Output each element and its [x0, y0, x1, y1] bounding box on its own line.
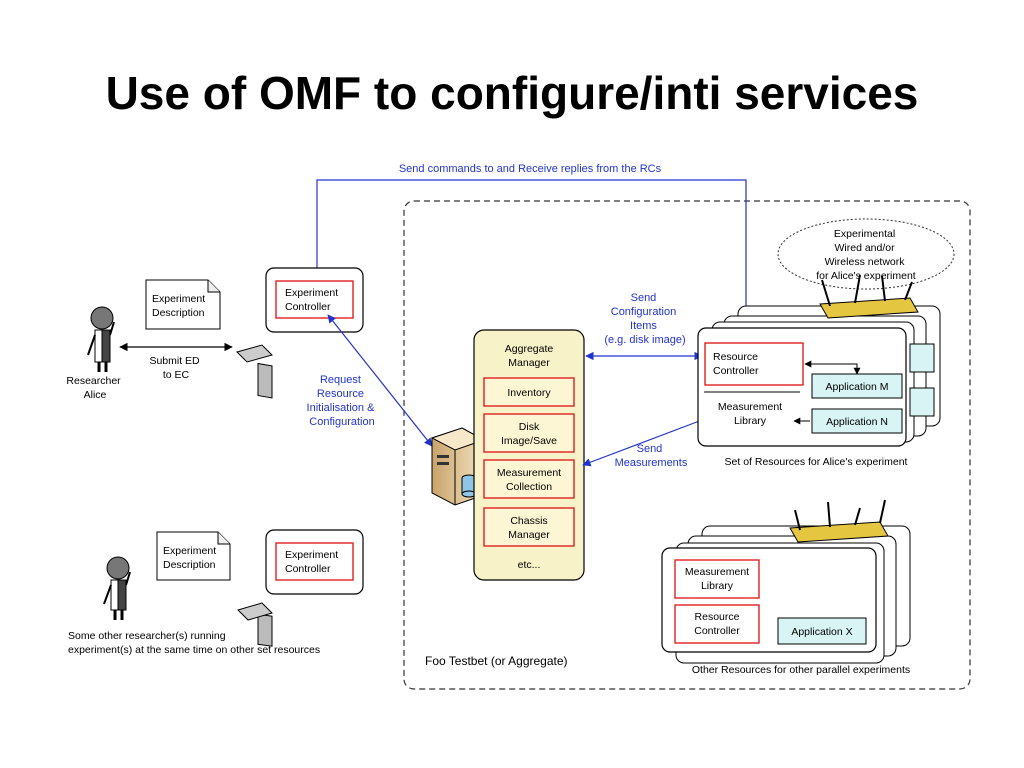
other-resources-caption: Other Resources for other parallel exper… — [692, 664, 910, 676]
svg-text:Manager: Manager — [508, 529, 550, 541]
am-module-chassis — [483, 507, 575, 547]
alice-resources-caption: Set of Resources for Alice's experiment — [725, 456, 908, 468]
svg-text:Resource: Resource — [695, 611, 740, 623]
svg-text:Description: Description — [152, 307, 205, 319]
alice-resource-controller: Resource Controller — [704, 342, 804, 386]
svg-text:Collection: Collection — [506, 481, 552, 493]
slide-title: Use of OMF to configure/inti services — [105, 67, 919, 119]
svg-text:Image/Save: Image/Save — [501, 435, 557, 447]
other-experiment-controller: Experiment Controller — [265, 529, 364, 595]
svg-text:Controller: Controller — [713, 365, 759, 377]
svg-text:Measurement: Measurement — [497, 467, 561, 479]
other-measurement-library: Measurement Library — [674, 559, 760, 599]
server-icon — [430, 427, 486, 506]
other-computer-icon — [237, 602, 273, 647]
am-module-inventory — [483, 377, 575, 407]
other-researchers-caption: Some other researcher(s) running experim… — [68, 630, 320, 656]
svg-text:Description: Description — [163, 559, 216, 571]
alice-app-m: Application M — [811, 373, 903, 399]
svg-text:Experiment: Experiment — [285, 549, 338, 561]
send-measurements-arrow — [582, 419, 703, 467]
request-resource-label: Request Resource Initialisation & Config… — [307, 374, 378, 428]
am-module-measurement — [483, 459, 575, 499]
orbit-node-icon-2 — [789, 499, 889, 543]
svg-text:Controller: Controller — [694, 625, 740, 637]
svg-text:Disk: Disk — [519, 421, 540, 433]
other-resource-controller: Resource Controller — [674, 604, 760, 644]
top-channel-label: Send commands to and Receive replies fro… — [399, 163, 662, 175]
svg-text:Aggregate: Aggregate — [505, 343, 554, 355]
other-researcher-figure — [103, 556, 131, 620]
svg-text:Application X: Application X — [791, 626, 852, 638]
svg-text:Chassis: Chassis — [510, 515, 547, 527]
network-cloud — [777, 218, 955, 290]
alice-app-n: Application N — [811, 408, 903, 434]
svg-text:Controller: Controller — [285, 563, 331, 575]
svg-text:Measurement: Measurement — [718, 401, 782, 413]
svg-text:Library: Library — [701, 580, 734, 592]
svg-text:Measurement: Measurement — [685, 566, 749, 578]
top-channel-arrow — [312, 179, 751, 343]
svg-text:Experiment: Experiment — [152, 293, 205, 305]
alice-computer-icon — [236, 344, 273, 399]
svg-text:Manager: Manager — [508, 357, 550, 369]
researcher-alice-figure — [87, 306, 115, 372]
orbit-node-icon — [819, 274, 919, 319]
other-ed-document: Experiment Description — [156, 531, 231, 581]
other-app-x: Application X — [777, 617, 867, 645]
send-config-label: Send Configuration Items (e.g. disk imag… — [604, 292, 685, 346]
svg-text:Experiment: Experiment — [163, 545, 216, 557]
svg-text:Application M: Application M — [825, 381, 888, 393]
am-module-disk — [483, 413, 575, 453]
svg-text:Controller: Controller — [285, 301, 331, 313]
svg-text:Application N: Application N — [826, 416, 888, 428]
testbed-label: Foo Testbet (or Aggregate) — [425, 654, 568, 668]
alice-name: Researcher Alice — [66, 375, 123, 401]
submit-ed-label: Submit ED to EC — [149, 355, 202, 381]
svg-text:Resource: Resource — [713, 351, 758, 363]
request-resource-arrow — [327, 314, 433, 447]
svg-text:etc...: etc... — [518, 559, 541, 571]
send-measurements-label: Send Measurements — [615, 443, 688, 469]
svg-text:Library: Library — [734, 415, 767, 427]
alice-experiment-controller: Experiment Controller — [265, 267, 364, 333]
aggregate-manager: Aggregate Manager Inventory Disk Image/S… — [473, 329, 585, 581]
svg-text:Inventory: Inventory — [507, 387, 551, 399]
svg-text:Experiment: Experiment — [285, 287, 338, 299]
alice-measurement-library: Measurement Library — [718, 401, 782, 427]
alice-ed-document: Experiment Description — [145, 279, 221, 330]
svg-text:Experimental Wired and/or: Experimental Wired and/or Wireless netwo… — [816, 228, 916, 282]
